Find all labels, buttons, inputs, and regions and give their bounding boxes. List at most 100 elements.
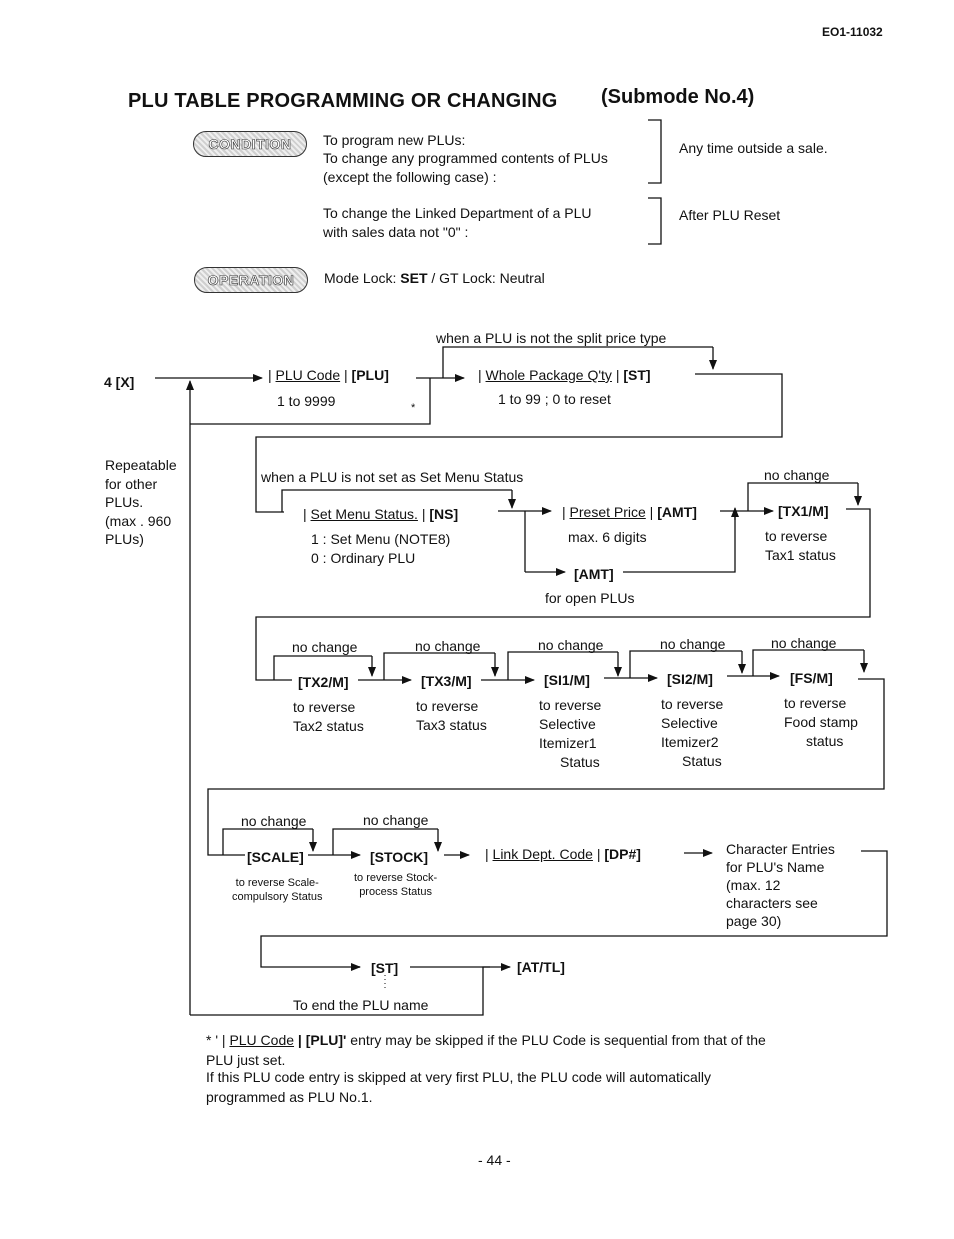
link-dept-entry: | Link Dept. Code | [DP#] [485, 846, 641, 862]
footnote-separator: | [297, 1032, 302, 1048]
preset-price-entry: | Preset Price | [AMT] [562, 504, 697, 520]
condition-badge: CONDITION [193, 131, 307, 157]
set-menu-option-1: 1 : Set Menu (NOTE8) [311, 531, 451, 547]
mode-lock-value: SET [400, 270, 428, 286]
repeatable-line: PLUs) [105, 531, 144, 547]
si2-key: [SI2/M] [667, 671, 713, 687]
plu-code-label: PLU Code [275, 367, 341, 383]
set-menu-option-0: 0 : Ordinary PLU [311, 550, 416, 566]
stock-desc: to reverse Stock- process Status [354, 871, 437, 899]
desc-line: to reverse [765, 528, 828, 544]
tx3-desc: to reverse Tax3 status [416, 697, 487, 735]
at-tl-key: [AT/TL] [517, 959, 565, 975]
st-key: [ST] [623, 367, 651, 383]
desc-line: Itemizer1 [539, 735, 597, 751]
desc-line: Character Entries [726, 841, 835, 857]
repeatable-line: (max . 960 [105, 512, 172, 529]
condition-line-4: To change the Linked Department of a PLU [323, 205, 592, 221]
desc-line: for PLU's Name [726, 859, 825, 875]
end-name-note: To end the PLU name [293, 997, 429, 1013]
scale-desc: to reverse Scale- compulsory Status [232, 876, 322, 904]
plu-code-entry: | PLU Code | [PLU] [268, 367, 389, 383]
footnote-prefix: * ' | [206, 1032, 226, 1048]
set-menu-note: when a PLU is not set as Set Menu Status [261, 469, 524, 485]
tx3-key: [TX3/M] [421, 673, 472, 689]
preset-price-label: Preset Price [569, 504, 646, 520]
preset-digits: max. 6 digits [568, 529, 647, 545]
desc-line: Tax3 status [416, 717, 487, 733]
set-menu-label: Set Menu Status. [310, 506, 418, 522]
desc-line: page 30) [726, 913, 782, 929]
footnote-plu-key: [PLU]' [305, 1032, 347, 1048]
desc-line: Food stamp [784, 714, 858, 730]
desc-line: to reverse [539, 697, 602, 713]
condition-line-3: (except the following case) : [323, 169, 497, 185]
page-subtitle: (Submode No.4) [601, 86, 755, 108]
desc-line: to reverse [661, 696, 724, 712]
amt-key: [AMT] [657, 504, 697, 520]
desc-line: Status [682, 753, 722, 769]
footnote-line-2: PLU just set. [206, 1052, 286, 1068]
footnote-line-3: If this PLU code entry is skipped at ver… [206, 1069, 711, 1085]
desc-line: Itemizer2 [661, 734, 719, 750]
condition-line-2: To change any programmed contents of PLU… [323, 150, 608, 166]
condition-line-1: To program new PLUs: [323, 132, 466, 148]
set-menu-entry: | Set Menu Status. | [NS] [303, 506, 459, 522]
tx2-desc: to reverse Tax2 status [293, 698, 364, 736]
no-change-label: no change [292, 639, 358, 655]
repeatable-note: Repeatable for other PLUs. (max . 960 PL… [105, 456, 177, 549]
desc-line: Tax2 status [293, 718, 364, 734]
dp-key: [DP#] [604, 846, 641, 862]
amt-open-key: [AMT] [574, 566, 614, 582]
no-change-label: no change [415, 638, 481, 654]
mode-lock-label: Mode Lock: [324, 270, 397, 286]
footnote-text: entry may be skipped if the PLU Code is … [350, 1032, 766, 1048]
ns-key: [NS] [429, 506, 459, 522]
footnote-line-4: programmed as PLU No.1. [206, 1089, 373, 1105]
mode-lock-text: Mode Lock: SET / GT Lock: Neutral [324, 269, 545, 288]
operation-badge: OPERATION [194, 267, 308, 293]
link-dept-label: Link Dept. Code [492, 846, 593, 862]
repeatable-line: for other [105, 475, 158, 492]
gt-lock-text: / GT Lock: Neutral [431, 270, 545, 286]
plu-range: 1 to 9999 [277, 393, 336, 409]
asterisk-mark: * [411, 402, 416, 414]
stock-key: [STOCK] [370, 849, 429, 865]
desc-line: process Status [359, 886, 432, 898]
repeatable-line: PLUs. [105, 494, 144, 510]
desc-line: to reverse [293, 699, 356, 715]
fs-key: [FS/M] [790, 670, 833, 686]
st-end-key: [ST] [371, 960, 399, 976]
condition-line-5: with sales data not "0" : [323, 224, 469, 240]
condition-timing-2: After PLU Reset [679, 207, 781, 223]
plu-key: [PLU] [351, 367, 389, 383]
no-change-label: no change [363, 812, 429, 828]
desc-line: to reverse Scale- [235, 877, 319, 889]
page-title: PLU TABLE PROGRAMMING OR CHANGING [128, 90, 558, 112]
split-price-note: when a PLU is not the split price type [436, 330, 667, 346]
open-plu-note: for open PLUs [545, 590, 635, 606]
desc-line: status [806, 733, 844, 749]
desc-line: to reverse Stock- [354, 872, 438, 884]
si1-key: [SI1/M] [544, 672, 590, 688]
footnote-line-1: * ' | PLU Code | [PLU]' entry may be ski… [206, 1031, 766, 1050]
scale-key: [SCALE] [247, 849, 304, 865]
whole-package-range: 1 to 99 ; 0 to reset [498, 391, 611, 407]
condition-timing-1: Any time outside a sale. [679, 140, 828, 156]
start-key-label: 4 [X] [104, 374, 135, 390]
desc-line: (max. 12 [726, 877, 781, 893]
no-change-label: no change [771, 635, 837, 651]
desc-line: Tax1 status [765, 547, 836, 563]
no-change-label: no change [241, 813, 307, 829]
si1-desc: to reverse Selective Itemizer1 Status [539, 696, 601, 772]
no-change-label: no change [660, 636, 726, 652]
tx1-desc: to reverse Tax1 status [765, 527, 836, 565]
desc-line: characters see [726, 895, 818, 911]
fs-desc: to reverse Food stamp status [784, 694, 858, 751]
desc-line: to reverse [784, 695, 847, 711]
no-change-label: no change [538, 637, 604, 653]
page-number: - 44 - [478, 1152, 511, 1168]
desc-line: Status [560, 754, 600, 770]
desc-line: to reverse [416, 698, 479, 714]
